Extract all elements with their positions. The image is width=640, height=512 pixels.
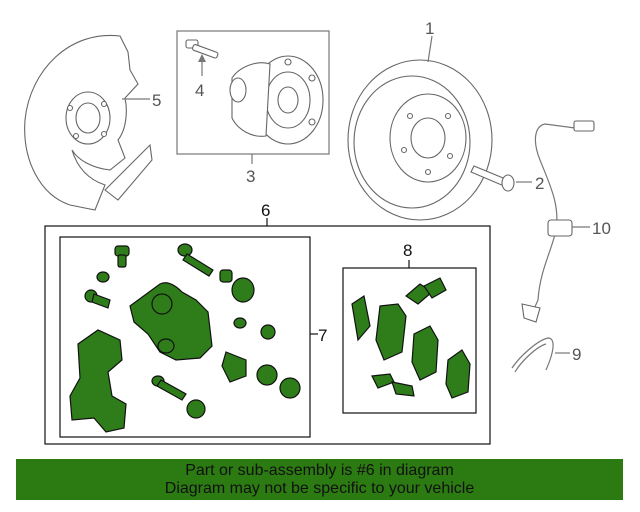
footer-line-2: Diagram may not be specific to your vehi… (164, 480, 475, 497)
part-5-dust-shield[interactable] (24, 34, 153, 211)
callout-4: 4 (195, 81, 204, 100)
callout-8: 8 (403, 241, 412, 260)
footer-banner: Part or sub-assembly is #6 in diagram Di… (16, 459, 623, 500)
callout-3: 3 (246, 167, 255, 186)
part-8-brake-pads[interactable] (351, 277, 471, 399)
footer-line-1: Part or sub-assembly is #6 in diagram (185, 462, 454, 479)
callout-5: 5 (152, 91, 161, 110)
callout-10: 10 (592, 219, 611, 238)
part-3-hub-bearing[interactable] (229, 55, 324, 145)
part-10-speed-sensor[interactable] (521, 120, 595, 323)
callout-1: 1 (425, 19, 434, 38)
part-2-wheel-stud[interactable] (470, 165, 515, 192)
leader-line-1 (427, 35, 433, 63)
callout-9: 9 (572, 345, 581, 364)
leader-arrow-4 (198, 54, 206, 62)
part-7-caliper-components[interactable] (69, 243, 301, 433)
callout-2: 2 (535, 174, 544, 193)
callout-7: 7 (318, 326, 327, 345)
part-3-box (176, 30, 330, 155)
part-4-bolt[interactable] (185, 39, 219, 59)
part-1-brake-disc[interactable] (347, 59, 493, 221)
part-7-box (59, 236, 311, 438)
part-9-clip[interactable] (511, 337, 554, 373)
callout-6: 6 (261, 201, 270, 220)
